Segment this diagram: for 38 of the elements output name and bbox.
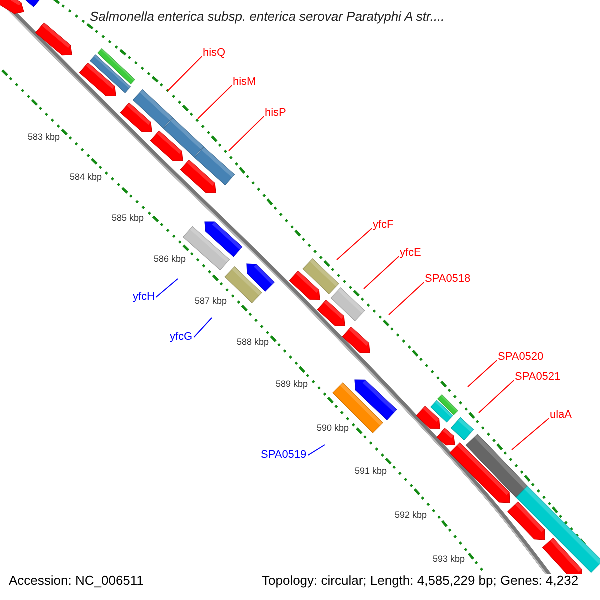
title: Salmonella enterica subsp. enterica serovar Paratyphi A str.... (90, 10, 445, 24)
leader-line (228, 116, 264, 152)
leader-line (468, 360, 498, 388)
scale-label: 592 kbp (395, 511, 428, 521)
gene-label: ulaA (550, 409, 572, 422)
gene-label: hisM (233, 76, 256, 88)
genome-info-text: Topology: circular; Length: 4,585,229 bp; Genes: 4,232 (262, 574, 579, 588)
scale-label: 591 kbp (355, 467, 388, 477)
gene-label: yfcH (133, 291, 155, 304)
gene-label: yfcE (400, 247, 422, 260)
scale-label: 589 kbp (276, 380, 308, 390)
scale-label: 590 kbp (317, 424, 350, 434)
scale-label: 586 kbp (154, 255, 186, 265)
gene-label: hisP (265, 107, 286, 120)
leader-line (364, 256, 400, 290)
leader-line (156, 278, 178, 298)
leader-line (388, 282, 424, 316)
scale-label: 584 kbp (70, 173, 102, 183)
gene-label: yfcG (170, 331, 193, 344)
scale-label: 585 kbp (112, 214, 144, 224)
leader-line (336, 228, 372, 260)
leader-line (168, 56, 202, 92)
gene-label: SPA0521 (515, 371, 561, 384)
scale-label: 588 kbp (237, 338, 270, 348)
leader-line (478, 380, 514, 414)
leader-line (308, 444, 326, 456)
gene-label: yfcF (373, 219, 394, 232)
gene-label: SPA0518 (425, 273, 471, 286)
scale-label: 583 kbp (28, 133, 60, 143)
scale-label: 593 kbp (433, 555, 466, 565)
leader-line (194, 318, 212, 338)
gene-label: SPA0519 (261, 449, 307, 462)
gene-label: hisQ (203, 47, 226, 60)
scale-label: 587 kbp (195, 297, 228, 307)
accession-text: Accession: NC_006511 (9, 574, 144, 588)
leader-line (512, 418, 550, 450)
gene-label: SPA0520 (498, 351, 544, 364)
leader-line (198, 85, 232, 120)
